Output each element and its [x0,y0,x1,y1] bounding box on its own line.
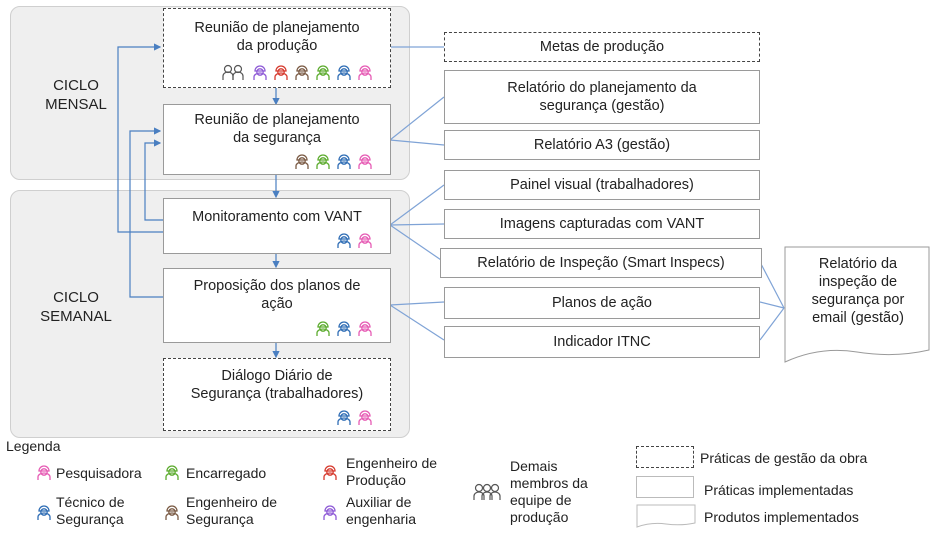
participants [336,231,373,249]
legend-solid-swatch [636,476,694,498]
legend-pesquisadora-icon [36,463,52,486]
eng-seg-icon [294,63,310,81]
legend-demais-icon [472,482,502,507]
legend-doc-swatch [636,504,696,528]
legend-eng-seg: Engenheiro de Segurança [186,494,278,527]
practice-title: Monitoramento com VANT [192,209,362,225]
output-painel-visual: Painel visual (trabalhadores) [444,170,760,200]
legend-pesquisadora: Pesquisadora [56,465,142,481]
demais-icon [222,63,244,81]
eng-prod-icon [273,63,289,81]
output-relatorio-planejamento-seguranca: Relatório do planejamento da segurança (… [444,70,760,124]
legend-encarregado-icon [164,463,180,486]
participants [294,152,373,170]
practice-title: Reunião de planejamento da segurança [194,112,360,146]
legend-eng-prod: Engenheiro de Produção [346,455,438,488]
tecnico-icon [336,152,352,170]
encarregado-icon [315,63,331,81]
participants [315,319,373,337]
pesquisadora-icon [357,152,373,170]
ciclo-mensal-label: CICLO MENSAL [45,77,107,113]
legend-praticas-impl: Práticas implementadas [704,482,854,498]
practice-title: Reunião de planejamento da produção [194,20,360,54]
auxiliar-icon [252,63,268,81]
output-relatorio-a3: Relatório A3 (gestão) [444,130,760,160]
eng-seg-icon [294,152,310,170]
practice-title: Diálogo Diário de Segurança (trabalhador… [190,368,364,402]
output-metas-producao: Metas de produção [444,32,760,62]
tecnico-icon [336,63,352,81]
legend-produtos-impl: Produtos implementados [704,509,859,525]
ciclo-semanal-label: CICLO SEMANAL [40,289,112,325]
encarregado-icon [315,152,331,170]
output-relatorio-inspecao: Relatório de Inspeção (Smart Inspecs) [440,248,762,278]
pesquisadora-icon [357,63,373,81]
output-relatorio-email: Relatório da inspeção de segurança por e… [811,256,905,326]
legend-eng-seg-icon [164,503,180,526]
practice-reuniao-producao: Reunião de planejamento da produção [163,8,391,88]
legend-tecnico: Técnico de Segurança [56,494,125,527]
practice-title: Proposição dos planos de ação [193,278,361,312]
legend-praticas-gestao: Práticas de gestão da obra [700,450,868,466]
legend-tecnico-icon [36,503,52,526]
legend-demais: Demais membros da equipe de produção [510,458,588,525]
output-relatorio-email-shape [784,246,930,363]
output-planos-acao: Planos de ação [444,287,760,319]
practice-planos-acao: Proposição dos planos de ação [163,268,391,343]
legend-encarregado: Encarregado [186,465,267,481]
legend-auxiliar-icon [322,503,338,526]
practice-reuniao-seguranca: Reunião de planejamento da segurança [163,104,391,175]
participants [336,408,373,426]
practice-dialogo-diario: Diálogo Diário de Segurança (trabalhador… [163,358,391,431]
tecnico-icon [336,408,352,426]
pesquisadora-icon [357,319,373,337]
pesquisadora-icon [357,231,373,249]
output-imagens-vant: Imagens capturadas com VANT [444,209,760,239]
tecnico-icon [336,231,352,249]
pesquisadora-icon [357,408,373,426]
encarregado-icon [315,319,331,337]
legend-title: Legenda [6,438,61,454]
participants [222,63,373,81]
tecnico-icon [336,319,352,337]
practice-monitoramento-vant: Monitoramento com VANT [163,198,391,254]
legend-dashed-swatch [636,446,694,468]
output-indicador-itnc: Indicador ITNC [444,326,760,358]
legend-eng-prod-icon [322,463,338,486]
legend-auxiliar: Auxiliar de engenharia [346,494,417,527]
